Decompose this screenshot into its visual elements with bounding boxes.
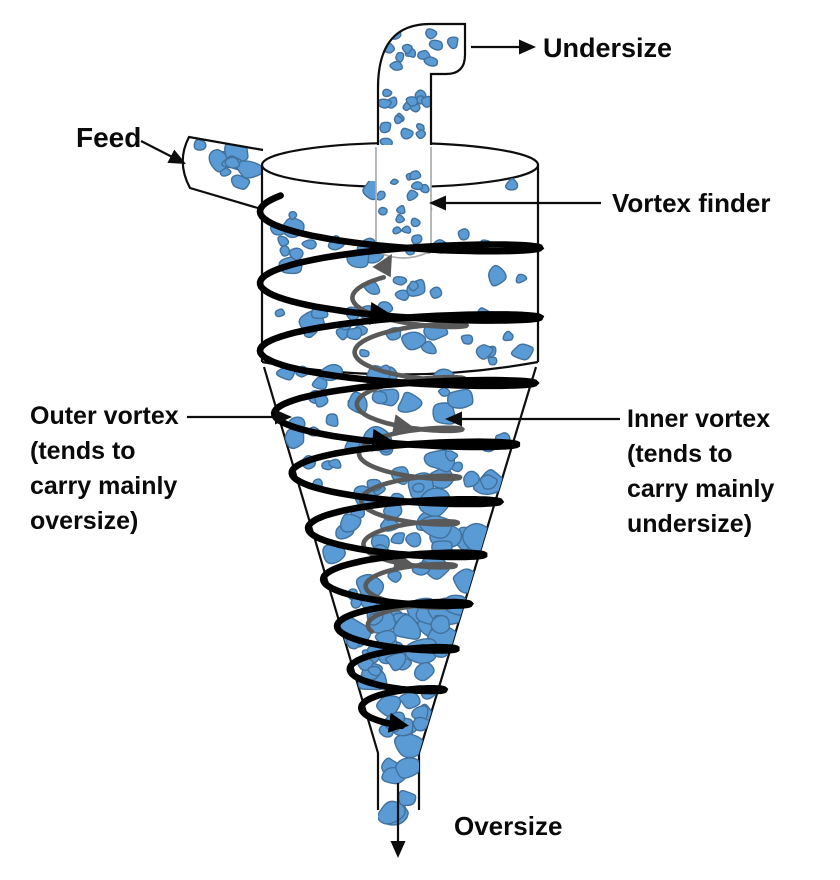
- callout-arrows: [140, 39, 620, 858]
- outer-vortex-spiral: [256, 192, 545, 733]
- inner-vortex-line-2: (tends to: [627, 440, 733, 468]
- undersize-label: Undersize: [543, 33, 673, 63]
- inner-vortex-line-1: Inner vortex: [627, 405, 771, 433]
- oversize-arrow: [390, 783, 406, 858]
- vortex-finder-label: Vortex finder: [612, 188, 771, 218]
- vortex-finder-tube: [375, 147, 432, 259]
- outer-vortex-line-2: (tends to: [30, 437, 136, 465]
- vortex-finder-arrow: [429, 195, 601, 211]
- feed-particles: [193, 138, 266, 190]
- vortex-finder-particles: [377, 170, 430, 256]
- outer-vortex-line-1: Outer vortex: [30, 402, 179, 430]
- inner-vortex-spiral: [350, 254, 470, 634]
- oversize-label: Oversize: [454, 811, 563, 841]
- outer-vortex-label: Outer vortex (tends to carry mainly over…: [30, 399, 179, 539]
- undersize-elbow-pipe: [376, 22, 467, 145]
- inner-vortex-line-4: undersize): [627, 510, 753, 538]
- feed-label: Feed: [76, 122, 142, 153]
- inner-vortex-line-3: carry mainly: [627, 475, 775, 503]
- inner-vortex-arrow: [445, 411, 620, 427]
- outer-vortex-line-4: oversize): [30, 507, 139, 535]
- undersize-arrow: [471, 39, 536, 55]
- feed-arrow: [140, 140, 186, 164]
- inner-vortex-label: Inner vortex (tends to carry mainly unde…: [627, 402, 774, 542]
- outer-vortex-arrow: [187, 409, 292, 425]
- outer-vortex-line-3: carry mainly: [30, 472, 178, 500]
- feed-pipe: [181, 135, 269, 213]
